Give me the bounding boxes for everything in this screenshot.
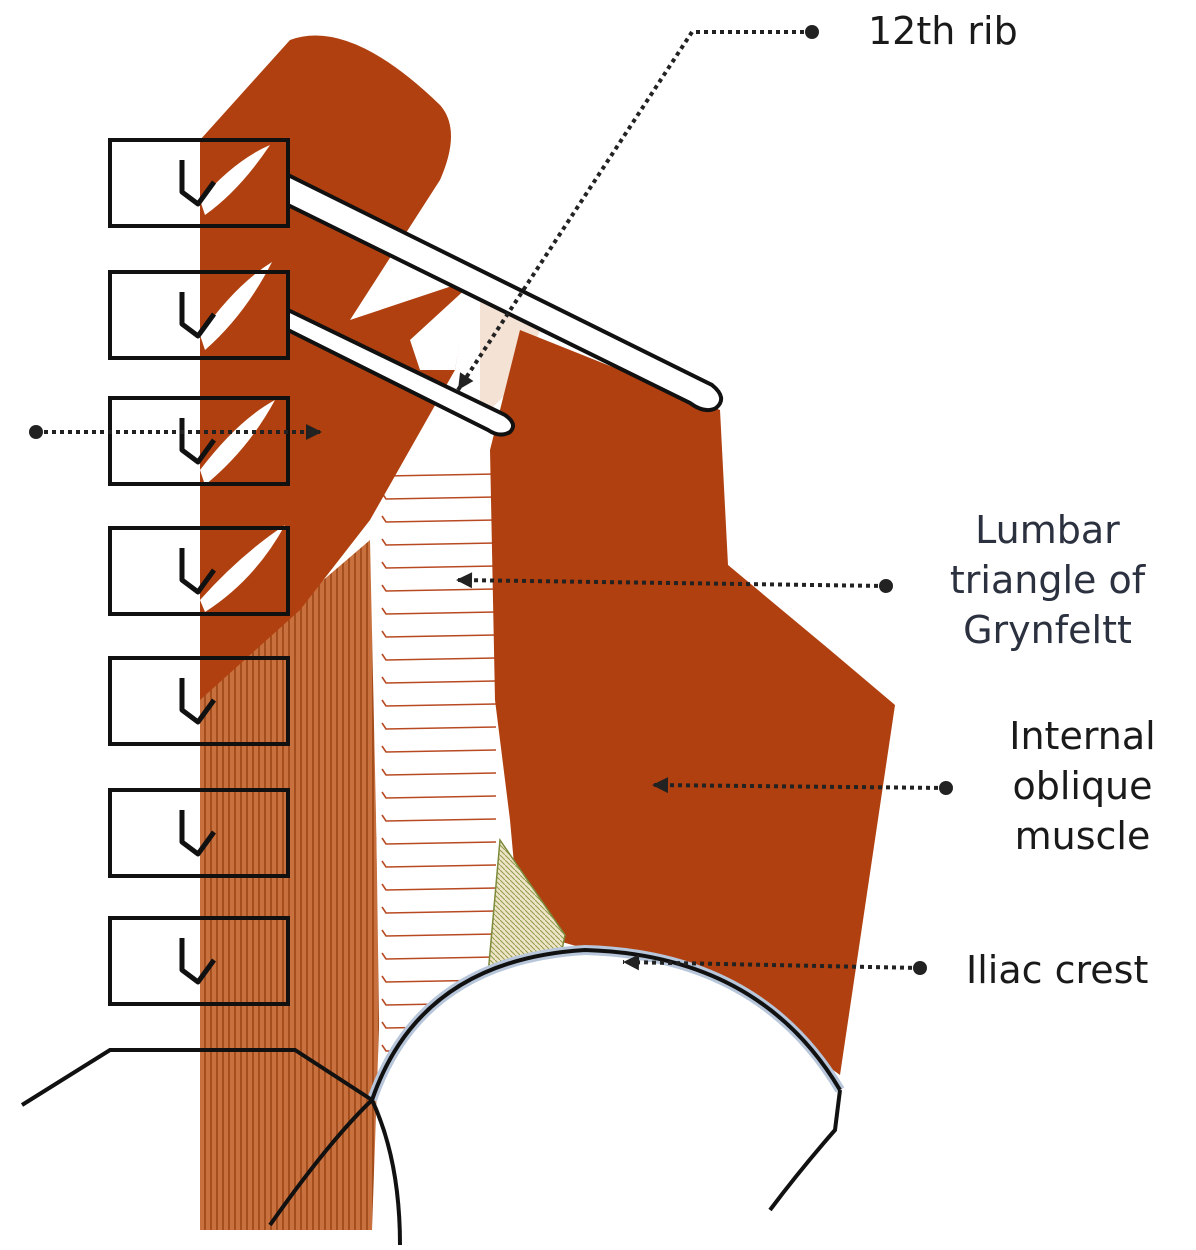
label-internal-oblique: Internal oblique muscle: [995, 711, 1170, 861]
label-iliac-crest: Iliac crest: [966, 945, 1148, 995]
label-lumbar-triangle-grynfeltt: Lumbar triangle of Grynfeltt: [940, 505, 1155, 655]
label-line: oblique: [995, 761, 1170, 811]
label-line: Lumbar: [940, 505, 1155, 555]
label-line: muscle: [995, 811, 1170, 861]
label-line: Grynfeltt: [940, 605, 1155, 655]
label-line: Internal: [995, 711, 1170, 761]
label-12th-rib: 12th rib: [868, 6, 1018, 56]
label-line: triangle of: [940, 555, 1155, 605]
